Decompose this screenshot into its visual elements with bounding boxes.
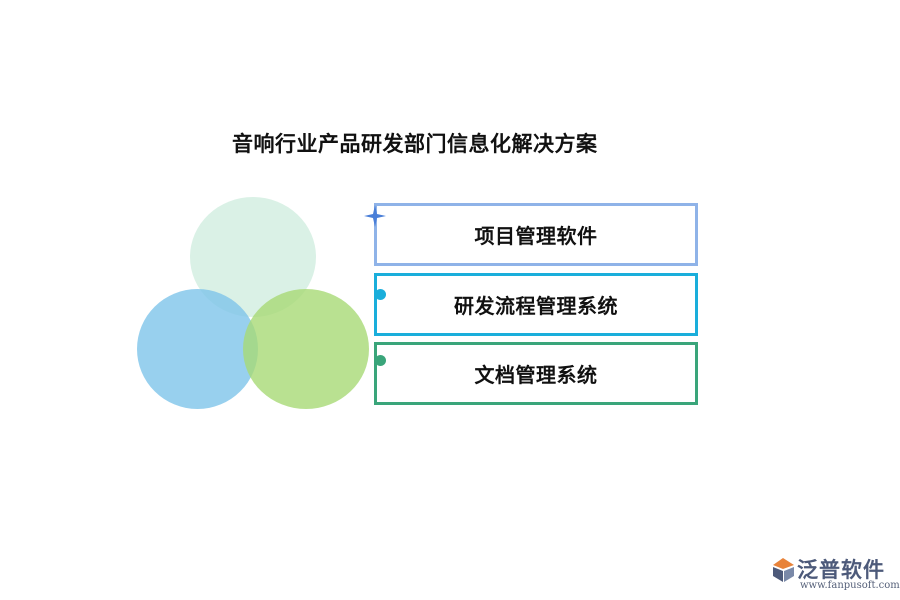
venn-circle-right (243, 289, 369, 409)
brand-logo-icon (773, 558, 794, 582)
item-label: 项目管理软件 (474, 224, 598, 248)
brand-url: www.fanpusoft.com (800, 580, 900, 591)
item-box-document-management: 文档管理系统 (374, 342, 698, 405)
sparkle-icon (364, 205, 386, 227)
item-box-project-management: 项目管理软件 (374, 203, 698, 266)
item-box-rd-process: 研发流程管理系统 (374, 273, 698, 336)
item-label: 研发流程管理系统 (454, 294, 618, 318)
brand-name: 泛普软件 (797, 558, 885, 582)
bullet-dot-blue-icon (375, 289, 386, 300)
diagram-title: 音响行业产品研发部门信息化解决方案 (232, 132, 598, 156)
brand-watermark: 泛普软件 www.fanpusoft.com (770, 553, 900, 597)
venn-circle-left (137, 289, 258, 409)
item-label: 文档管理系统 (474, 363, 598, 387)
bullet-dot-green-icon (375, 355, 386, 366)
